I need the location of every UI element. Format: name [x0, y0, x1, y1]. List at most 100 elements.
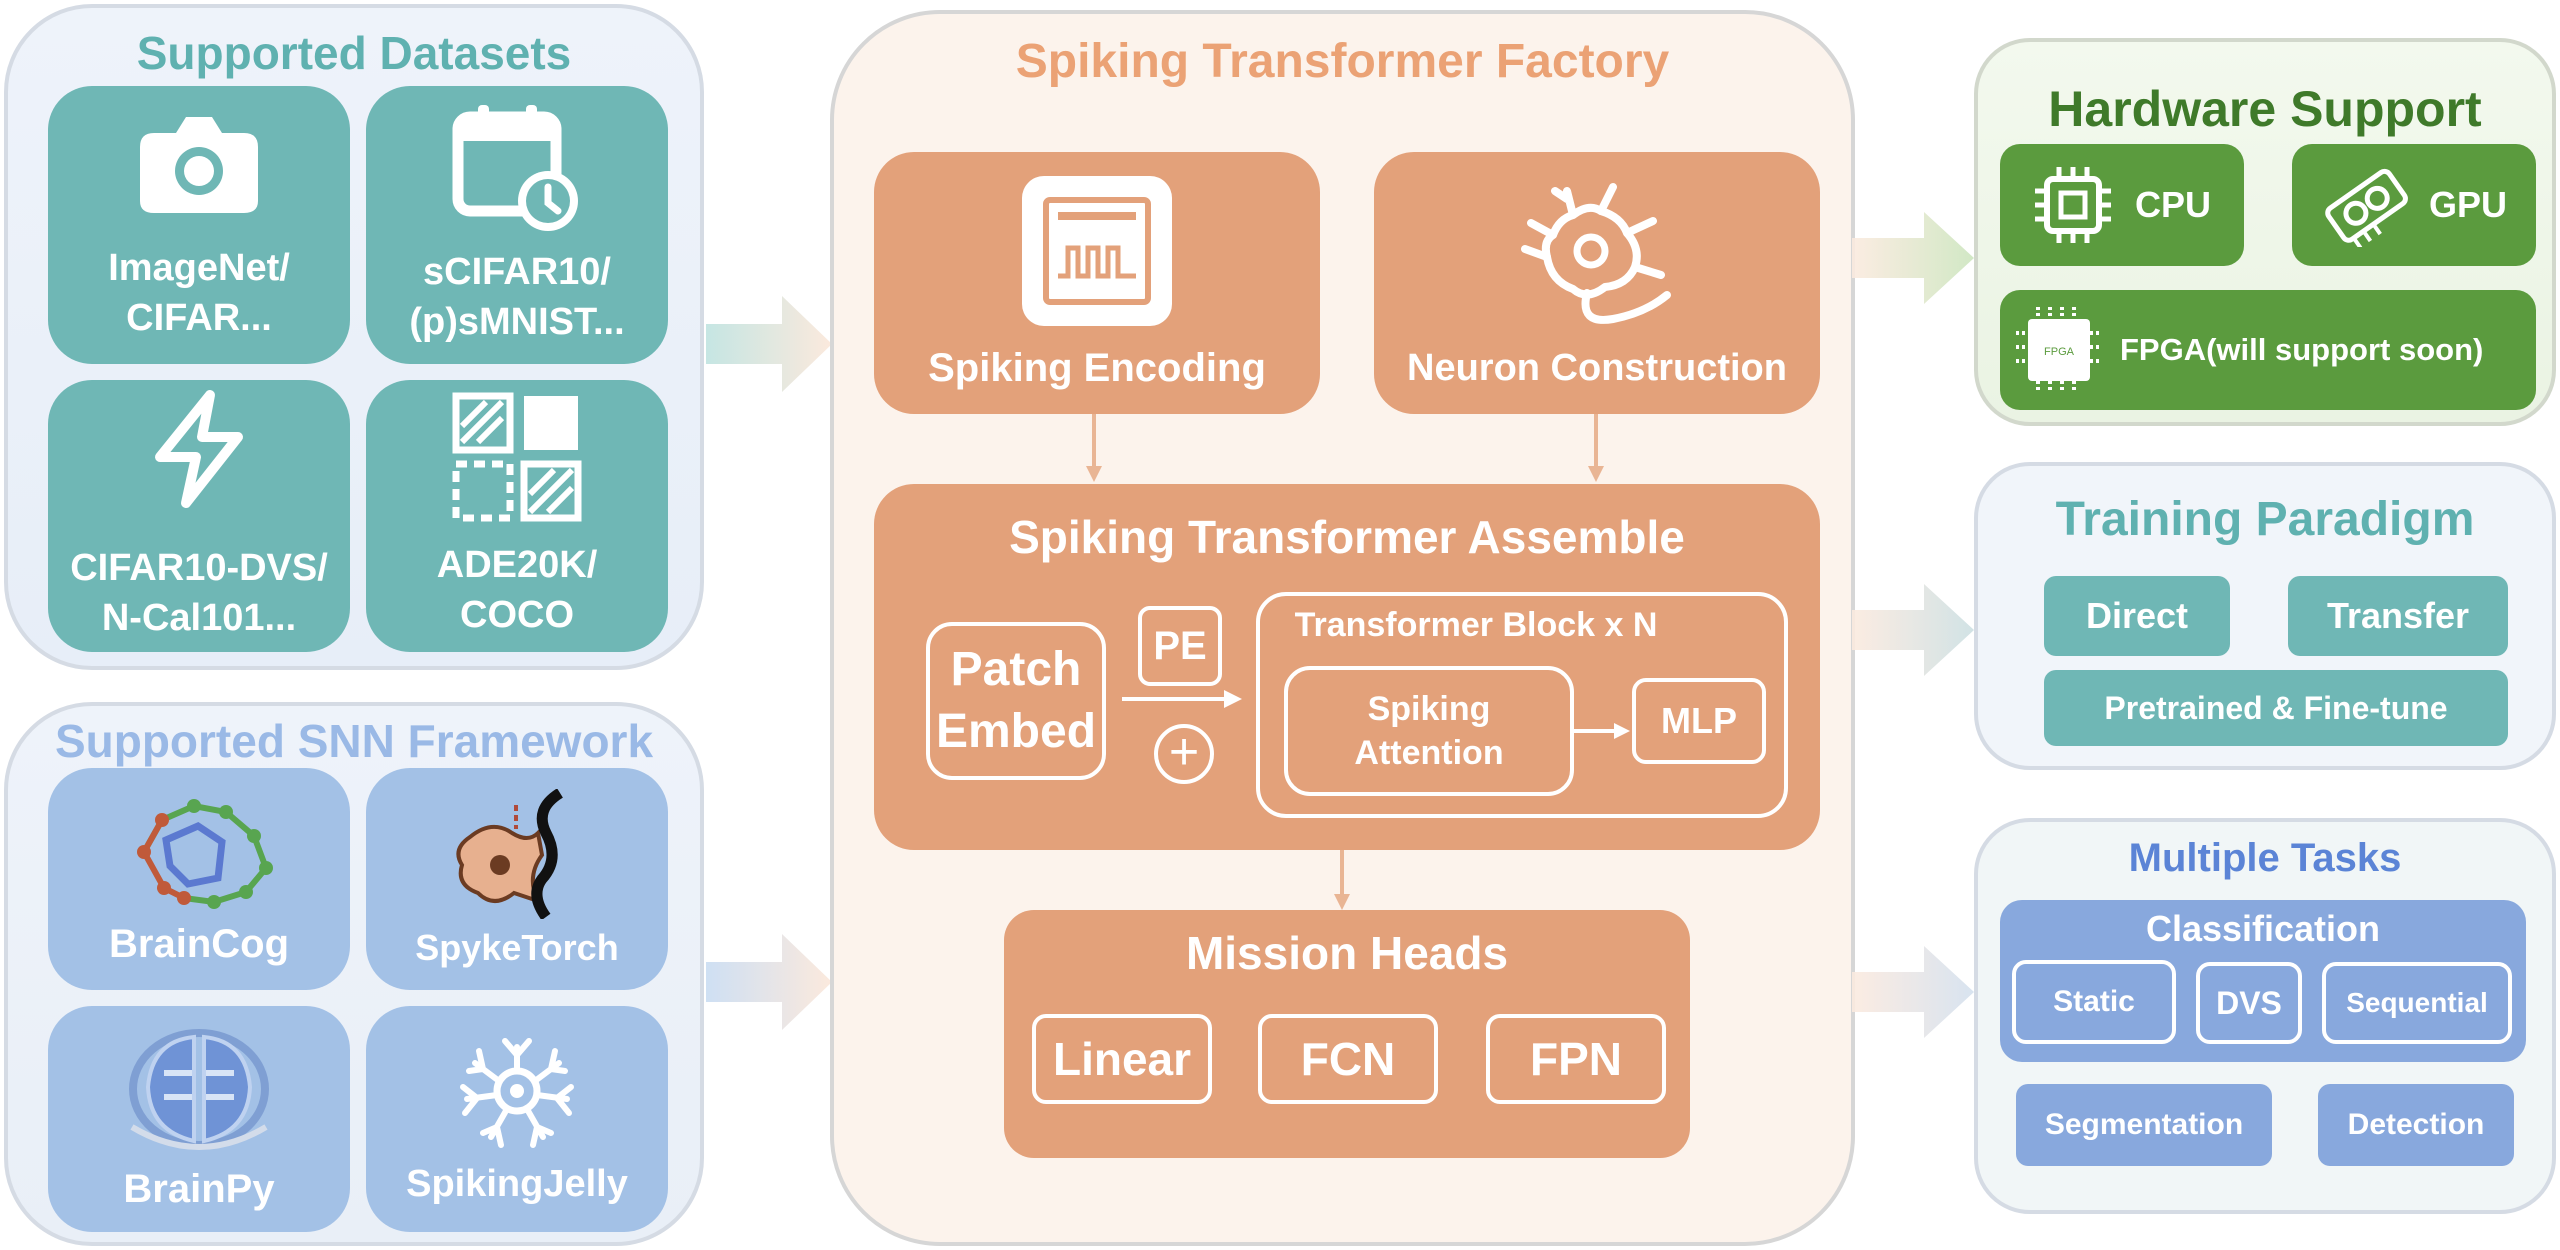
head-fcn-label: FCN	[1300, 1033, 1396, 1085]
dataset-label-line2: N-Cal101...	[101, 597, 297, 639]
patch-embed-line1: Patch	[950, 642, 1082, 696]
segmentation-label: Segmentation	[2044, 1108, 2244, 1141]
tasks-panel: Multiple Tasks Classification Static DVS…	[1974, 818, 2556, 1214]
direct-label: Direct	[2085, 595, 2189, 636]
classification-box: Classification Static DVS Sequential	[2000, 900, 2526, 1062]
lightning-icon	[155, 389, 243, 508]
factory-title: Spiking Transformer Factory	[1015, 35, 1670, 88]
brainpy-logo	[129, 1028, 269, 1150]
snn-framework-title: Supported SNN Framework	[54, 715, 654, 767]
assemble-card: Spiking Transformer Assemble Patch Embed…	[874, 484, 1820, 850]
framework-card-braincog: BrainCog	[48, 768, 350, 990]
framework-label: BrainPy	[123, 1166, 275, 1211]
dataset-label-line1: CIFAR10-DVS/	[70, 546, 328, 589]
plus-symbol: +	[1168, 723, 1200, 781]
dataset-label-line1: sCIFAR10/	[423, 250, 611, 293]
hardware-panel: Hardware Support CPU GPU FPGA FPGA(will …	[1974, 38, 2556, 426]
spikingjelly-logo	[460, 1037, 574, 1148]
direct-button: Direct	[2044, 576, 2230, 656]
spiking-attention-line1: Spiking	[1367, 689, 1491, 728]
gpu-box: GPU	[2292, 144, 2536, 266]
dataset-label-line2: CIFAR...	[126, 297, 272, 339]
detection-label: Detection	[2347, 1108, 2485, 1141]
fpga-chip-icon: FPGA	[2016, 307, 2102, 393]
dataset-card-dvs: CIFAR10-DVS/ N-Cal101...	[48, 380, 350, 652]
head-fpn-box: FPN	[1486, 1014, 1666, 1104]
arrow-encoding-to-assemble	[1086, 414, 1102, 482]
transfer-label: Transfer	[2326, 595, 2470, 636]
plus-circle: +	[1154, 724, 1214, 784]
task-static-label: Static	[2053, 985, 2135, 1018]
pretrained-finetune-label: Pretrained & Fine-tune	[2104, 689, 2448, 726]
training-title: Training Paradigm	[2055, 493, 2475, 546]
head-linear-box: Linear	[1032, 1014, 1212, 1104]
spiking-encoding-label: Spiking Encoding	[928, 345, 1266, 390]
fpga-icon-text: FPGA	[2044, 346, 2075, 358]
arrow-assemble-to-heads	[1334, 850, 1350, 910]
patch-embed-box: Patch Embed	[926, 622, 1106, 780]
factory-panel: Spiking Transformer Factory Spiking Enco…	[830, 10, 1855, 1246]
cpu-chip-icon	[2034, 167, 2111, 243]
cpu-label: CPU	[2134, 184, 2211, 225]
framework-label: SpykeTorch	[415, 927, 619, 968]
dataset-card-scifar: sCIFAR10/ (p)sMNIST...	[366, 86, 668, 364]
arrow-factory-to-tasks	[1852, 946, 1974, 1038]
camera-icon	[140, 116, 258, 213]
framework-label: BrainCog	[109, 921, 289, 966]
framework-card-spikingjelly: SpikingJelly	[366, 1006, 668, 1232]
snn-framework-panel: Supported SNN Framework BrainCog SpykeTo…	[4, 702, 704, 1246]
mission-heads-title: Mission Heads	[1185, 927, 1509, 979]
calendar-clock-icon	[452, 104, 578, 231]
pe-label: PE	[1153, 623, 1207, 668]
arrow-factory-to-hardware	[1852, 212, 1974, 304]
datasets-panel: Supported Datasets ImageNet/ CIFAR... sC…	[4, 4, 704, 670]
arrow-datasets-to-factory	[706, 296, 832, 392]
arrow-frameworks-to-factory	[706, 934, 832, 1030]
arrow-patch-to-block	[1122, 690, 1242, 708]
head-fcn-box: FCN	[1258, 1014, 1438, 1104]
task-sequential-label: Sequential	[2346, 987, 2488, 1018]
neuron-construction-card: Neuron Construction	[1374, 152, 1820, 414]
transfer-button: Transfer	[2288, 576, 2508, 656]
dataset-label-line2: COCO	[460, 594, 574, 636]
segmentation-grid-icon	[452, 392, 582, 522]
transformer-block-title: Transformer Block x N	[1294, 606, 1658, 644]
framework-label: SpikingJelly	[406, 1162, 628, 1205]
classification-title: Classification	[2145, 908, 2381, 949]
detection-box: Detection	[2318, 1084, 2514, 1166]
framework-card-brainpy: BrainPy	[48, 1006, 350, 1232]
pe-box: PE	[1138, 606, 1222, 686]
arrow-attention-to-mlp	[1574, 723, 1630, 739]
framework-card-spyketorch: SpykeTorch	[366, 768, 668, 990]
mlp-label: MLP	[1661, 700, 1737, 741]
mlp-box: MLP	[1632, 678, 1766, 764]
dataset-card-imagenet: ImageNet/ CIFAR...	[48, 86, 350, 364]
spiking-attention-box: Spiking Attention	[1284, 666, 1574, 796]
head-fpn-label: FPN	[1530, 1033, 1622, 1085]
dataset-label-line2: (p)sMNIST...	[409, 301, 625, 343]
neuron-construction-label: Neuron Construction	[1407, 346, 1787, 389]
dataset-card-ade20k: ADE20K/ COCO	[366, 380, 668, 652]
hardware-title: Hardware Support	[2048, 81, 2482, 137]
training-panel: Training Paradigm Direct Transfer Pretra…	[1974, 462, 2556, 770]
dataset-label-line1: ADE20K/	[436, 543, 598, 586]
tasks-title: Multiple Tasks	[2128, 836, 2402, 880]
mission-heads-card: Mission Heads Linear FCN FPN	[1004, 910, 1690, 1158]
neuron-icon	[1521, 182, 1671, 324]
task-dvs-label: DVS	[2216, 984, 2282, 1021]
dataset-label-line1: ImageNet/	[108, 246, 290, 289]
task-static-box: Static	[2012, 960, 2176, 1044]
gpu-label: GPU	[2428, 184, 2507, 225]
spyketorch-logo	[456, 789, 564, 919]
segmentation-box: Segmentation	[2016, 1084, 2272, 1166]
datasets-title: Supported Datasets	[136, 27, 572, 79]
spike-train-icon	[1022, 175, 1172, 326]
gpu-card-icon	[2325, 168, 2408, 247]
arrow-neuron-to-assemble	[1588, 414, 1604, 482]
spiking-attention-line2: Attention	[1354, 734, 1504, 772]
fpga-label: FPGA(will support soon)	[2120, 332, 2484, 367]
task-sequential-box: Sequential	[2322, 962, 2512, 1044]
pretrained-finetune-button: Pretrained & Fine-tune	[2044, 670, 2508, 746]
transformer-block-box: Transformer Block x N Spiking Attention …	[1256, 592, 1788, 818]
task-dvs-box: DVS	[2196, 962, 2302, 1044]
